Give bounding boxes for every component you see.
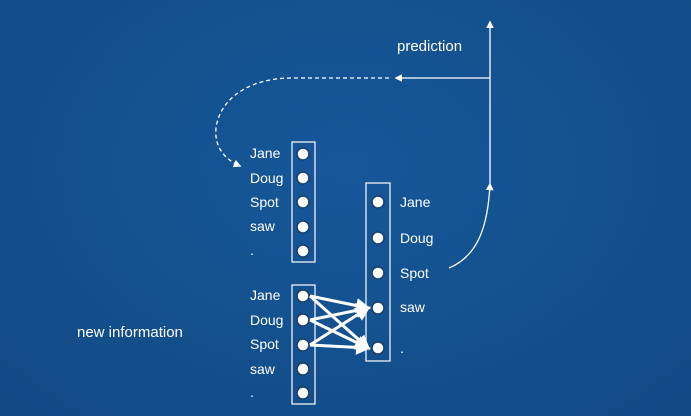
arrow-spot-to-period <box>309 339 371 355</box>
arrow-doug-to-period <box>309 318 371 350</box>
output-label-period: . <box>400 340 404 356</box>
output-node-saw <box>371 301 385 315</box>
input-node-saw <box>296 362 310 376</box>
prediction-label: prediction <box>397 38 462 55</box>
input-label-jane: Jane <box>250 287 281 303</box>
output-node-doug <box>371 231 385 245</box>
output-label-jane: Jane <box>400 194 431 210</box>
output-node-period <box>371 341 385 355</box>
memory-node-period <box>296 244 310 258</box>
memory-column: Jane Doug Spot saw . <box>250 141 316 263</box>
input-label-saw: saw <box>250 361 276 377</box>
input-label-period: . <box>250 384 254 400</box>
input-column: Jane Doug Spot saw . <box>250 284 316 405</box>
memory-node-spot <box>296 195 310 209</box>
input-node-doug <box>296 313 310 327</box>
memory-label-period: . <box>250 242 254 258</box>
memory-node-jane <box>296 147 310 161</box>
output-label-doug: Doug <box>400 230 433 246</box>
input-node-period <box>296 386 310 400</box>
feedback-dashed-arrow <box>215 77 389 168</box>
memory-label-jane: Jane <box>250 145 281 161</box>
input-label-spot: Spot <box>250 336 279 352</box>
output-label-spot: Spot <box>400 265 429 281</box>
output-node-jane <box>371 195 385 209</box>
memory-label-saw: saw <box>250 218 276 234</box>
output-label-saw: saw <box>400 299 426 315</box>
memory-label-spot: Spot <box>250 194 279 210</box>
input-node-jane <box>296 289 310 303</box>
memory-label-doug: Doug <box>250 170 283 186</box>
output-node-spot <box>371 266 385 280</box>
memory-column-box <box>291 141 316 263</box>
output-to-prediction-curve <box>448 182 494 269</box>
arrow-spot-to-saw <box>309 306 371 347</box>
output-column-box <box>365 182 391 362</box>
memory-node-doug <box>296 171 310 185</box>
connection-arrows <box>308 294 371 355</box>
new-information-label: new information <box>77 324 183 341</box>
input-node-spot <box>296 338 310 352</box>
input-label-doug: Doug <box>250 312 283 328</box>
memory-node-saw <box>296 220 310 234</box>
output-column: Jane Doug Spot saw . <box>365 182 433 362</box>
